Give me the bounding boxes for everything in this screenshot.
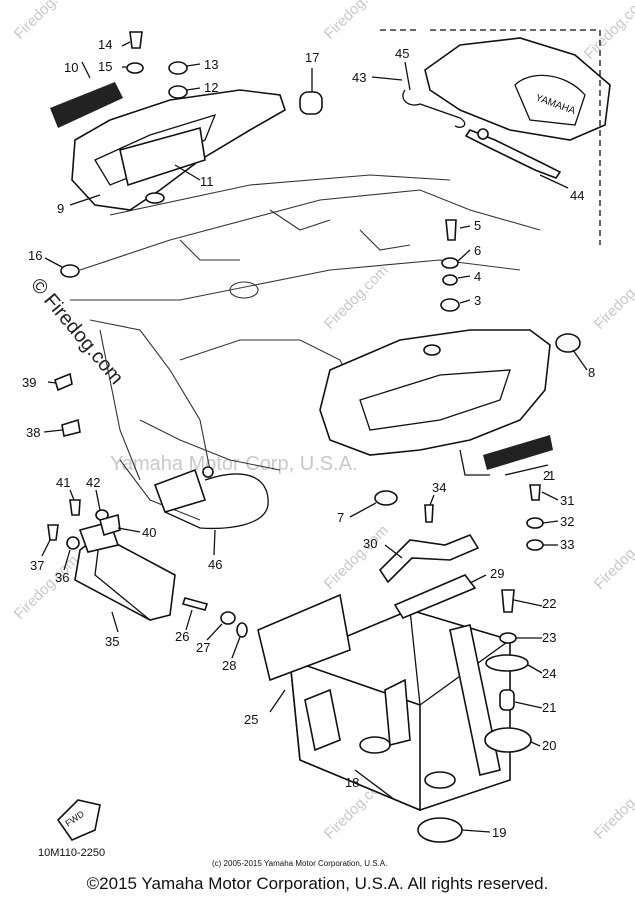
callout-45: 45 [395, 46, 409, 61]
callout-31: 31 [560, 493, 574, 508]
relay-harness [153, 466, 269, 530]
callout-14: 14 [98, 37, 112, 52]
seat-spring-clip [402, 89, 466, 128]
watermark-copyright-text: © Firedog.com [26, 274, 127, 389]
watermark-text: Firedog.com [321, 0, 392, 43]
callout-43: 43 [352, 70, 366, 85]
callout-28: 28 [222, 658, 236, 673]
callout-36: 36 [55, 570, 69, 585]
diagram-code: 10M110-2250 [38, 847, 105, 859]
callout-5: 5 [474, 218, 481, 233]
callout-40: 40 [142, 525, 156, 540]
watermark-text: Firedog.com [321, 262, 392, 333]
watermark-text: Firedog.com [11, 0, 82, 43]
callout-8: 8 [588, 365, 595, 380]
battery-strap [393, 574, 477, 620]
callout-7: 7 [337, 510, 344, 525]
callout-46: 46 [208, 557, 222, 572]
small-copyright: (c) 2005-2015 Yamaha Motor Corporation, … [212, 859, 387, 868]
left-side-cover [50, 82, 286, 211]
callout-11: 11 [200, 174, 214, 189]
callout-9: 9 [57, 201, 64, 216]
copyright-footer: ©2015 Yamaha Motor Corporation, U.S.A. A… [86, 874, 549, 893]
leader-lines [41, 41, 588, 833]
callout-41: 41 [56, 475, 70, 490]
callout-20: 20 [542, 738, 556, 753]
callout-2: 2 [543, 468, 550, 483]
callout-39: 39 [22, 375, 36, 390]
callout-1: 1 [548, 468, 555, 483]
callout-15: 15 [98, 59, 112, 74]
callout-6: 6 [474, 243, 481, 258]
callout-21: 21 [542, 700, 556, 715]
watermark-text: Firedog.com [581, 0, 635, 63]
callout-37: 37 [30, 558, 44, 573]
callout-32: 32 [560, 514, 574, 529]
callout-42: 42 [86, 475, 100, 490]
watermark-corp-text: Yamaha Motor Corp, U.S.A. [110, 453, 358, 475]
callout-27: 27 [196, 640, 210, 655]
callout-17: 17 [305, 50, 319, 65]
seat-bolt [464, 128, 562, 179]
callout-10: 10 [64, 60, 78, 75]
callout-38: 38 [26, 425, 40, 440]
coil-bracket [378, 534, 480, 584]
forward-arrow: FWD [56, 799, 101, 841]
ignition-coil [74, 521, 176, 621]
callout-12: 12 [204, 80, 218, 95]
parts-diagram: Firedog.com Firedog.com Firedog.com Fire… [11, 0, 635, 868]
callout-18: 18 [345, 775, 359, 790]
callout-25: 25 [244, 712, 258, 727]
battery-box [257, 593, 511, 812]
callout-24: 24 [542, 666, 556, 681]
callout-16: 16 [28, 248, 42, 263]
watermark-text: Firedog.com [591, 262, 635, 333]
callout-33: 33 [560, 537, 574, 552]
callout-23: 23 [542, 630, 556, 645]
watermark-text: Firedog.com [591, 522, 635, 593]
callout-3: 3 [474, 293, 481, 308]
callout-labels: 1 2 3 4 5 6 7 8 9 10 11 12 13 14 15 16 1… [22, 37, 595, 840]
callout-35: 35 [105, 634, 119, 649]
callout-44: 44 [570, 188, 584, 203]
seat: YAMAHA [380, 29, 611, 245]
callout-29: 29 [490, 566, 504, 581]
watermark-text: Firedog.com [11, 552, 82, 623]
frame-outline [70, 174, 541, 521]
right-side-cover [319, 329, 553, 476]
callout-4: 4 [474, 269, 481, 284]
callout-19: 19 [492, 825, 506, 840]
hardware-parts [47, 31, 581, 843]
watermark-text: Firedog.com [591, 772, 635, 843]
callout-34: 34 [432, 480, 446, 495]
callout-13: 13 [204, 57, 218, 72]
callout-30: 30 [363, 536, 377, 551]
callout-22: 22 [542, 596, 556, 611]
watermark-text: Firedog.com [321, 522, 392, 593]
callout-26: 26 [175, 629, 189, 644]
